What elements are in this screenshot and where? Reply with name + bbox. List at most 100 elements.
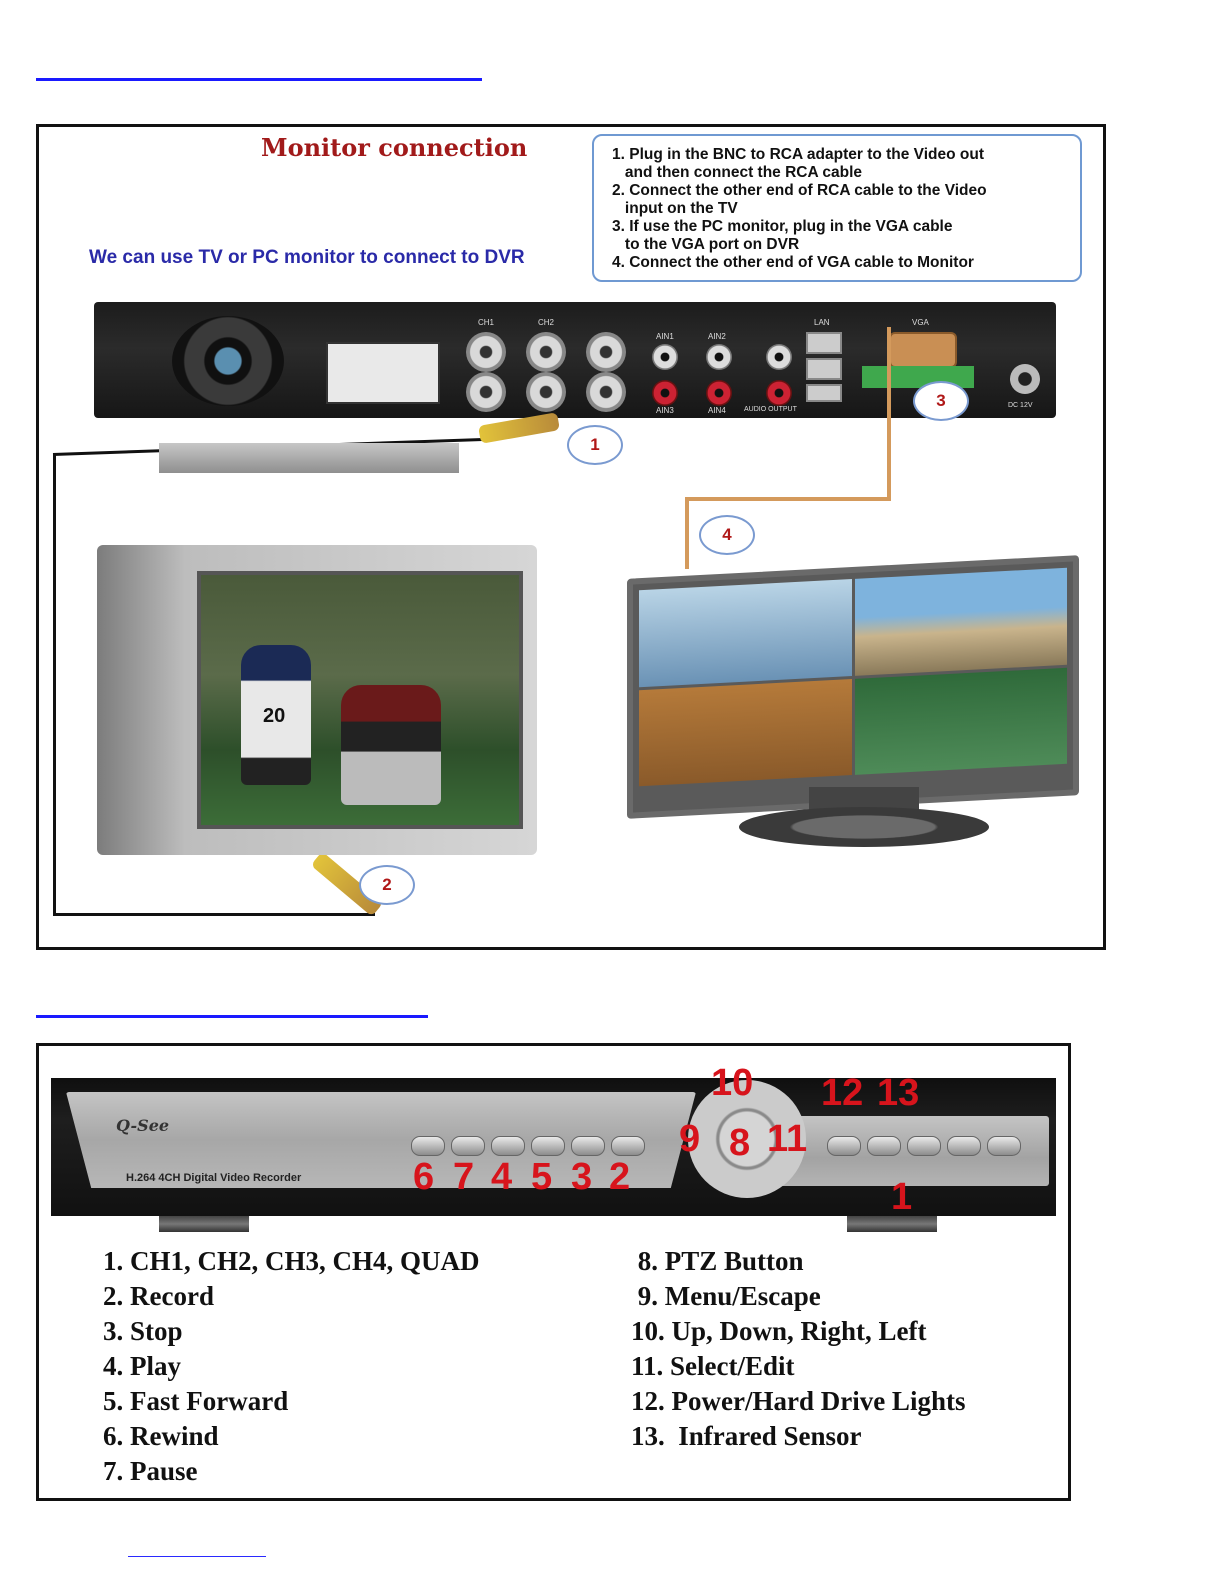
fan-icon — [172, 316, 284, 406]
crt-tv: 20 — [97, 545, 537, 855]
dvr-foot — [847, 1216, 937, 1232]
camera-view-warehouse — [639, 678, 852, 787]
callout-13: 13 — [877, 1072, 920, 1114]
callout-5: 5 — [531, 1156, 553, 1198]
legend-right: 8. PTZ Button 9. Menu/Escape 10. Up, Dow… — [631, 1244, 965, 1454]
steps-box: 1. Plug in the BNC to RCA adapter to the… — [592, 134, 1082, 282]
legend-item: 13. Infrared Sensor — [631, 1421, 862, 1451]
rca-jack-icon — [706, 344, 732, 370]
callout-6: 6 — [413, 1156, 435, 1198]
vga-cable — [685, 497, 689, 569]
label-lan: LAN — [814, 318, 830, 327]
dvr-front-panel-figure: Q-See H.264 4CH Digital Video Recorder 6… — [36, 1043, 1071, 1501]
ch3-button[interactable] — [907, 1136, 941, 1156]
legend-item: 7. Pause — [103, 1456, 198, 1486]
step-marker-2: 2 — [359, 865, 415, 905]
dvr-foot — [159, 1216, 249, 1232]
step-line: and then connect the RCA cable — [612, 164, 863, 181]
tv-base — [159, 443, 459, 473]
vga-cable — [887, 327, 891, 499]
rca-cable — [53, 453, 56, 915]
step-line: 2. Connect the other end of RCA cable to… — [612, 182, 987, 199]
step-line: 3. If use the PC monitor, plug in the VG… — [612, 218, 953, 235]
legend-item: 3. Stop — [103, 1316, 183, 1346]
legend-item: 8. PTZ Button — [631, 1246, 804, 1276]
record-button[interactable] — [611, 1136, 645, 1156]
lcd-monitor — [627, 555, 1079, 819]
rca-jack-icon — [652, 380, 678, 406]
rewind-button[interactable] — [411, 1136, 445, 1156]
callout-8: 8 — [729, 1122, 751, 1164]
callout-10: 10 — [711, 1062, 754, 1104]
step-line: 1. Plug in the BNC to RCA adapter to the… — [612, 146, 985, 163]
rca-cable — [53, 913, 375, 916]
play-button[interactable] — [491, 1136, 525, 1156]
step-marker-3: 3 — [913, 381, 969, 421]
camera-view-pier — [854, 567, 1067, 676]
ch4-button[interactable] — [947, 1136, 981, 1156]
pause-button[interactable] — [451, 1136, 485, 1156]
monitor-quad-view — [639, 567, 1067, 787]
label-ch1: CH1 — [478, 318, 495, 327]
bnc-connector-icon — [466, 372, 506, 412]
usb-port-icon — [806, 332, 842, 354]
callout-11: 11 — [767, 1118, 808, 1160]
label-dc: DC 12V — [1008, 402, 1033, 409]
catcher — [341, 685, 441, 805]
figure-title: Monitor connection — [261, 133, 528, 162]
monitor-connection-figure: Monitor connection We can use TV or PC m… — [36, 124, 1106, 950]
camera-view-office — [639, 579, 852, 687]
callout-9: 9 — [679, 1118, 701, 1160]
legend-item: 12. Power/Hard Drive Lights — [631, 1386, 966, 1416]
ch2-button[interactable] — [867, 1136, 901, 1156]
legend-item: 5. Fast Forward — [103, 1386, 289, 1416]
ptz-navigation-ring[interactable] — [688, 1080, 806, 1198]
label-ain1: AIN1 — [656, 332, 674, 341]
baseball-player — [241, 645, 311, 785]
usb-port-icon — [806, 358, 842, 380]
bnc-connector-icon — [466, 332, 506, 372]
vga-port-icon — [889, 332, 957, 368]
callout-7: 7 — [453, 1156, 475, 1198]
legend-item: 9. Menu/Escape — [631, 1281, 821, 1311]
callout-2: 2 — [609, 1156, 631, 1198]
legend-item: 11. Select/Edit — [631, 1351, 795, 1381]
legend-item: 1. CH1, CH2, CH3, CH4, QUAD — [103, 1246, 480, 1276]
legend-left: 1. CH1, CH2, CH3, CH4, QUAD 2. Record 3.… — [103, 1244, 480, 1489]
audio-out-jack-icon — [766, 380, 792, 406]
model-label: H.264 4CH Digital Video Recorder — [126, 1172, 302, 1184]
bnc-connector-icon — [586, 372, 626, 412]
callout-12: 12 — [821, 1072, 864, 1114]
caution-label — [326, 342, 440, 404]
top-link-underline[interactable] — [36, 78, 482, 81]
ch1-button[interactable] — [827, 1136, 861, 1156]
callout-1: 1 — [891, 1176, 913, 1218]
callout-3: 3 — [571, 1156, 593, 1198]
label-ch2: CH2 — [538, 318, 555, 327]
rca-jack-icon — [652, 344, 678, 370]
rca-jack-icon — [706, 380, 732, 406]
stop-button[interactable] — [571, 1136, 605, 1156]
bottom-link-underline[interactable] — [128, 1556, 266, 1557]
camera-view-garden — [854, 667, 1067, 775]
dvr-front-panel: Q-See H.264 4CH Digital Video Recorder 6… — [51, 1064, 1056, 1218]
figure-subtitle: We can use TV or PC monitor to connect t… — [89, 247, 525, 268]
label-vga: VGA — [912, 318, 929, 327]
bnc-connector-icon — [526, 332, 566, 372]
jersey-number: 20 — [263, 705, 286, 727]
label-ain2: AIN2 — [708, 332, 726, 341]
audio-out-jack-icon — [766, 344, 792, 370]
legend-item: 10. Up, Down, Right, Left — [631, 1316, 927, 1346]
legend-item: 4. Play — [103, 1351, 181, 1381]
quad-button[interactable] — [987, 1136, 1021, 1156]
step-line: to the VGA port on DVR — [612, 236, 800, 253]
fast-forward-button[interactable] — [531, 1136, 565, 1156]
step-marker-4: 4 — [699, 515, 755, 555]
bnc-connector-icon — [586, 332, 626, 372]
bnc-connector-icon — [526, 372, 566, 412]
label-ain4: AIN4 — [708, 406, 726, 415]
brand-logo: Q-See — [116, 1116, 170, 1135]
section-link-underline[interactable] — [36, 1015, 428, 1018]
callout-4: 4 — [491, 1156, 513, 1198]
legend-item: 2. Record — [103, 1281, 214, 1311]
